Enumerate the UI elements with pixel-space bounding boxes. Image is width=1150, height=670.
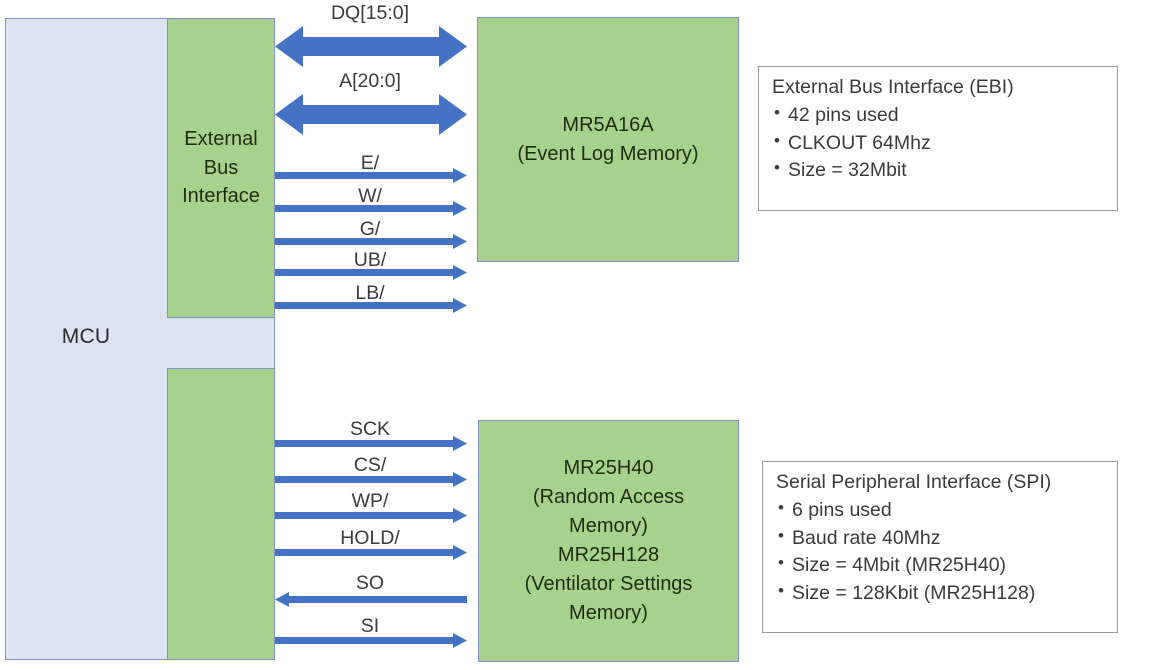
signal-label-e: E/ bbox=[360, 152, 380, 174]
signal-arrow-g bbox=[275, 234, 467, 249]
signal-label-dq: DQ[15:0] bbox=[330, 2, 410, 24]
signal-label-ub: UB/ bbox=[353, 249, 387, 271]
signal-label-w: W/ bbox=[358, 185, 382, 207]
ebi-label-line-1: External bbox=[184, 128, 258, 151]
signal-arrow-ub bbox=[275, 265, 467, 280]
signal-arrow-hold bbox=[275, 545, 467, 560]
memory-block-mr5a16a-label: MR5A16A (Event Log Memory) bbox=[517, 111, 698, 169]
signal-label-cs: CS/ bbox=[353, 454, 387, 476]
info-bullet: Size = 128Kbit (MR25H128) bbox=[776, 579, 1104, 608]
signal-label-wp: WP/ bbox=[351, 490, 389, 512]
info-bullet: Size = 4Mbit (MR25H40) bbox=[776, 551, 1104, 580]
signal-arrow-a bbox=[275, 92, 467, 137]
signal-label-so: SO bbox=[355, 572, 385, 594]
info-box-ebi-list: 42 pins used CLKOUT 64Mhz Size = 32Mbit bbox=[772, 101, 1104, 185]
serial-peripheral-interface-block bbox=[167, 368, 275, 660]
signal-label-lb: LB/ bbox=[355, 282, 385, 304]
signal-arrow-w bbox=[275, 201, 467, 216]
info-bullet: 42 pins used bbox=[772, 101, 1104, 130]
signal-arrow-cs bbox=[275, 472, 467, 487]
info-box-spi: Serial Peripheral Interface (SPI) 6 pins… bbox=[762, 461, 1118, 633]
signal-label-a: A[20:0] bbox=[339, 70, 401, 92]
signal-arrow-sck bbox=[275, 436, 467, 451]
info-bullet: Baud rate 40Mhz bbox=[776, 524, 1104, 553]
signal-label-hold: HOLD/ bbox=[340, 527, 400, 549]
signal-arrow-so bbox=[275, 592, 467, 607]
signal-arrow-lb bbox=[275, 298, 467, 313]
mr25h128-description-2: Memory) bbox=[569, 602, 648, 624]
mr25h40-description-1: (Random Access bbox=[532, 486, 685, 508]
info-box-spi-list: 6 pins used Baud rate 40Mhz Size = 4Mbit… bbox=[776, 496, 1104, 608]
ebi-label-line-3: Interface bbox=[182, 185, 260, 208]
signal-arrow-si bbox=[275, 633, 467, 648]
mr5a16a-name: MR5A16A bbox=[562, 113, 654, 136]
signal-arrow-wp bbox=[275, 508, 467, 523]
mr25h40-name: MR25H40 bbox=[563, 457, 654, 479]
signal-label-si: SI bbox=[360, 615, 380, 637]
info-box-ebi: External Bus Interface (EBI) 42 pins use… bbox=[758, 66, 1118, 211]
ebi-label-line-2: Bus bbox=[203, 156, 239, 179]
mcu-label: MCU bbox=[61, 325, 111, 348]
external-bus-interface-block: External Bus Interface bbox=[167, 18, 275, 318]
info-bullet: CLKOUT 64Mhz bbox=[772, 129, 1104, 158]
info-bullet: Size = 32Mbit bbox=[772, 156, 1104, 185]
mr25h40-description-2: Memory) bbox=[569, 515, 648, 537]
mr5a16a-description: (Event Log Memory) bbox=[517, 142, 699, 165]
memory-block-mr25h-label: MR25H40 (Random Access Memory) MR25H128 … bbox=[525, 454, 693, 628]
info-box-spi-title: Serial Peripheral Interface (SPI) bbox=[776, 471, 1052, 493]
signal-label-sck: SCK bbox=[349, 418, 391, 440]
memory-block-mr5a16a: MR5A16A (Event Log Memory) bbox=[477, 17, 739, 262]
info-box-ebi-title: External Bus Interface (EBI) bbox=[772, 76, 1014, 98]
info-bullet: 6 pins used bbox=[776, 496, 1104, 525]
signal-label-g: G/ bbox=[359, 218, 381, 240]
mr25h128-name: MR25H128 bbox=[557, 544, 660, 566]
signal-arrow-dq bbox=[275, 24, 467, 69]
external-bus-interface-label: External Bus Interface bbox=[182, 125, 260, 210]
mr25h128-description-1: (Ventilator Settings bbox=[524, 573, 693, 595]
memory-block-mr25h: MR25H40 (Random Access Memory) MR25H128 … bbox=[478, 420, 739, 662]
signal-arrow-e bbox=[275, 168, 467, 183]
